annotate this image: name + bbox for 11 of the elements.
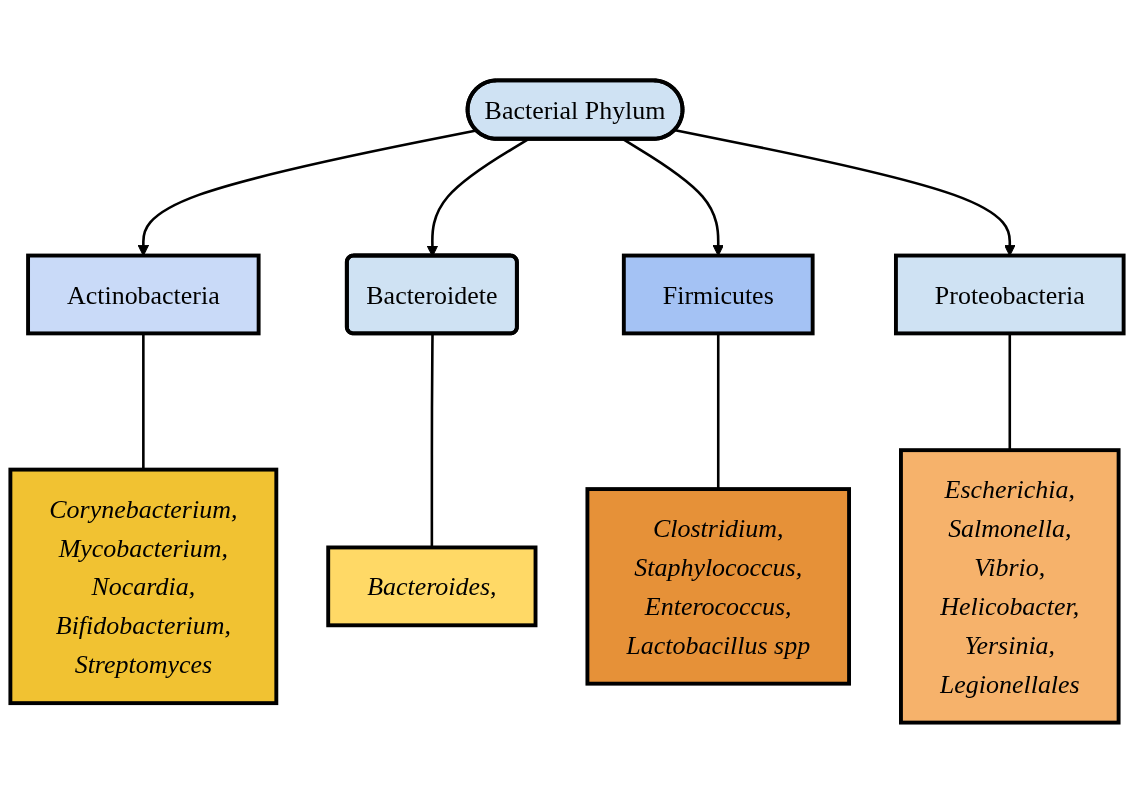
node-box: Clostridium, Staphylococcus, Enterococcus, Lactobacillus spp [585,487,851,686]
node-box: Actinobacteria [26,253,261,336]
node-box: Escherichia, Salmonella, Vibrio, Helicobacter, Yersinia, Legionellales [899,448,1121,725]
node-box: Bacteroides, [326,545,538,628]
connector [1008,333,1012,451]
connector [430,334,434,548]
node-box: Proteobacteria [894,253,1126,336]
node-box: Corynebacterium, Mycobacterium, Nocardia, Bifidobacterium, Streptomyces [8,467,279,706]
node-box: Firmicutes [621,253,815,336]
connector [716,333,720,490]
connector [142,333,145,470]
